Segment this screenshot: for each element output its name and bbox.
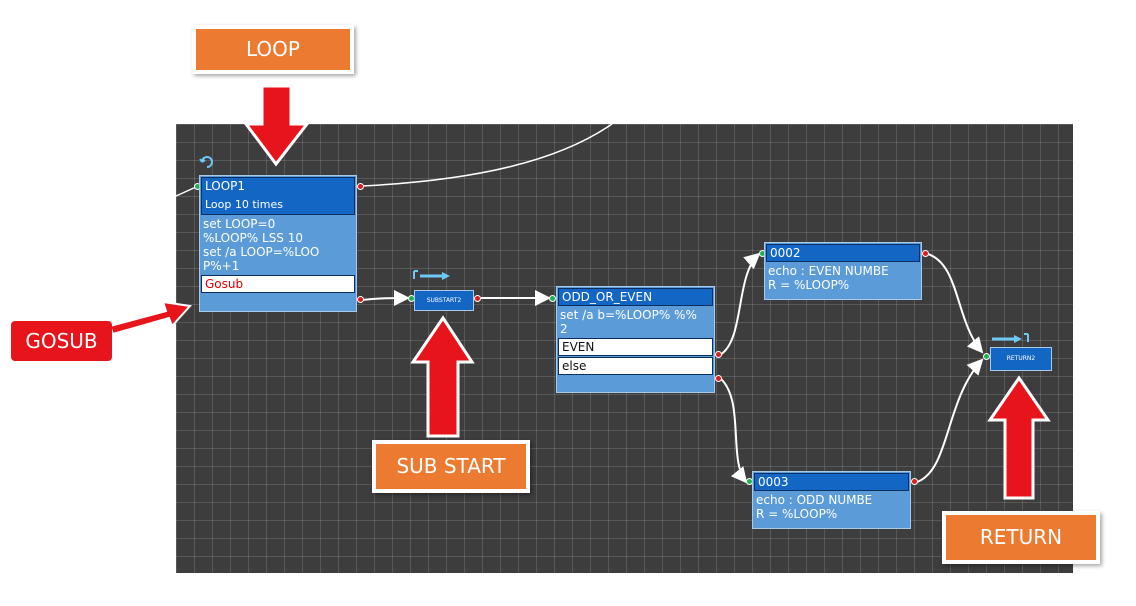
- odd-or-even-node[interactable]: ODD_OR_EVEN set /a b=%LOOP% %% 2 EVEN el…: [556, 286, 715, 393]
- loop1-gosub-port[interactable]: [357, 296, 364, 303]
- odd-or-even-body: set /a b=%LOOP% %% 2: [557, 307, 714, 337]
- n0002-line: R = %LOOP%: [768, 278, 850, 292]
- loop1-subtitle: Loop 10 times: [205, 198, 283, 211]
- n0003-header[interactable]: 0003: [754, 473, 909, 491]
- loop-icon: [199, 154, 215, 168]
- loop1-title: LOOP1: [205, 179, 246, 193]
- return2-node[interactable]: RETURN2: [990, 347, 1052, 371]
- sub-start-callout-label: SUB START: [396, 454, 506, 478]
- loop-callout: LOOP: [192, 25, 354, 74]
- n0003-out-port[interactable]: [911, 478, 918, 485]
- odd-or-even-in-port[interactable]: [549, 295, 556, 302]
- n0002-body: echo : EVEN NUMBE R = %LOOP%: [765, 263, 921, 293]
- substart2-label: SUBSTART2: [426, 297, 462, 304]
- n0003-line: echo : ODD NUMBE: [756, 493, 873, 507]
- gosub-callout-label: GOSUB: [25, 329, 98, 353]
- even-branch-row[interactable]: EVEN: [558, 338, 713, 356]
- n0002-out-port[interactable]: [922, 250, 929, 257]
- return-callout: RETURN: [942, 511, 1100, 564]
- odd-or-even-line: 2: [560, 322, 568, 336]
- loop-callout-label: LOOP: [246, 37, 300, 61]
- n0003-line: R = %LOOP%: [756, 507, 838, 521]
- n0002-header[interactable]: 0002: [766, 244, 920, 262]
- substart2-out-port[interactable]: [474, 295, 481, 302]
- return2-in-port[interactable]: [983, 353, 990, 360]
- loop1-line: P%+1: [203, 259, 240, 273]
- loop1-line: set /a LOOP=%LOO: [203, 245, 320, 259]
- substart2-node[interactable]: SUBSTART2: [414, 290, 474, 311]
- odd-or-even-header[interactable]: ODD_OR_EVEN: [558, 288, 713, 306]
- else-out-port[interactable]: [715, 375, 722, 382]
- return-callout-label: RETURN: [979, 525, 1063, 549]
- n0003-node[interactable]: 0003 echo : ODD NUMBE R = %LOOP%: [752, 471, 911, 529]
- loop1-gosub-row[interactable]: Gosub: [201, 275, 355, 293]
- loop1-body: set LOOP=0 %LOOP% LSS 10 set /a LOOP=%LO…: [200, 216, 356, 274]
- n0003-body: echo : ODD NUMBE R = %LOOP%: [753, 492, 910, 522]
- loop1-node[interactable]: LOOP1 Loop 10 times set LOOP=0 %LOOP% LS…: [199, 175, 357, 312]
- odd-or-even-line: set /a b=%LOOP% %%: [560, 308, 697, 322]
- n0002-node[interactable]: 0002 echo : EVEN NUMBE R = %LOOP%: [764, 242, 922, 300]
- loop1-line: %LOOP% LSS 10: [203, 231, 304, 245]
- gosub-callout: GOSUB: [11, 321, 112, 361]
- even-out-port[interactable]: [715, 351, 722, 358]
- sub-start-callout: SUB START: [372, 440, 530, 493]
- else-branch-row[interactable]: else: [558, 357, 713, 375]
- return2-label: RETURN2: [1006, 355, 1036, 362]
- return-icon: [990, 329, 1032, 343]
- loop1-out-port[interactable]: [357, 183, 364, 190]
- loop1-line: set LOOP=0: [203, 217, 276, 231]
- sub-start-icon: [412, 266, 452, 280]
- loop1-header[interactable]: LOOP1 Loop 10 times: [201, 177, 355, 215]
- n0002-line: echo : EVEN NUMBE: [768, 264, 889, 278]
